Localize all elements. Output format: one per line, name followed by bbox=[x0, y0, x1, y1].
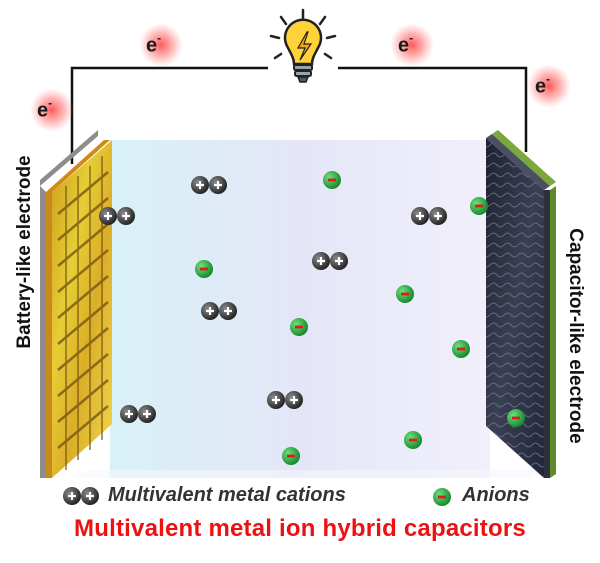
anion-icon bbox=[396, 285, 414, 303]
anion-icon bbox=[452, 340, 470, 358]
diagram-caption: Multivalent metal ion hybrid capacitors bbox=[74, 515, 526, 542]
legend-cations-label: Multivalent metal cations bbox=[108, 484, 346, 506]
electron-label: e- bbox=[535, 72, 551, 98]
light-bulb-icon bbox=[269, 8, 337, 83]
anion-icon bbox=[323, 171, 341, 189]
legend-cation-icon bbox=[63, 487, 99, 505]
electron-label: e- bbox=[37, 96, 53, 122]
battery-electrode-label: Battery-like electrode bbox=[14, 155, 35, 349]
anion-icon bbox=[507, 409, 525, 427]
electron-glow bbox=[139, 23, 183, 67]
anion-icon bbox=[290, 318, 308, 336]
anion-icon bbox=[470, 197, 488, 215]
electron-glow bbox=[527, 64, 571, 108]
electron-glow bbox=[30, 88, 74, 132]
capacitor-electrode-label: Capacitor-like electrode bbox=[565, 228, 586, 444]
electron-label: e- bbox=[146, 31, 162, 57]
anion-icon bbox=[195, 260, 213, 278]
capacitor-like-electrode bbox=[486, 130, 556, 478]
battery-like-electrode bbox=[40, 130, 112, 478]
electron-glow bbox=[390, 23, 434, 67]
legend-anions-label: Anions bbox=[462, 484, 530, 506]
anion-icon bbox=[282, 447, 300, 465]
anion-icon bbox=[404, 431, 422, 449]
electrolyte-region bbox=[110, 140, 490, 478]
legend-anion-icon bbox=[433, 488, 451, 506]
electron-label: e- bbox=[398, 31, 414, 57]
external-circuit-wire bbox=[70, 66, 528, 164]
